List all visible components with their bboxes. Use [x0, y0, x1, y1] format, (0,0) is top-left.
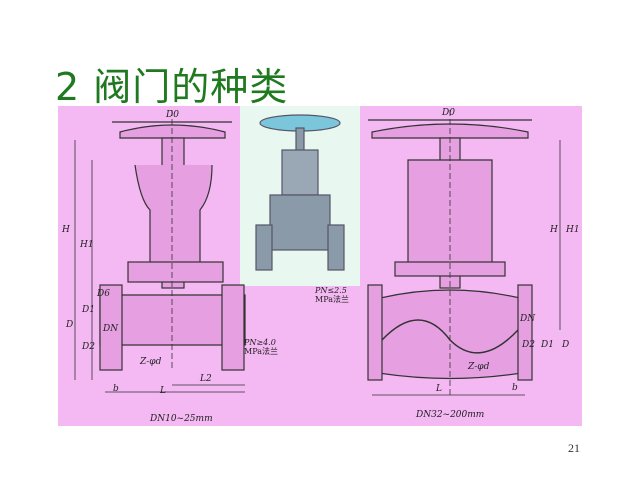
right-l-label: L — [436, 384, 442, 394]
left-caption: DN10~25mm — [150, 414, 213, 424]
left-d6-label: D6 — [97, 289, 110, 299]
right-flange-mpa: MPa法兰 — [315, 295, 349, 304]
right-bolt-label: Z-φd — [468, 362, 490, 372]
left-l2-label: L2 — [200, 374, 212, 384]
left-d0-label: D0 — [166, 110, 179, 120]
right-h1-label: H1 — [566, 225, 580, 235]
left-d-label: D — [66, 320, 74, 330]
right-d-label: D — [562, 340, 570, 350]
right-flange-pn: PN≤2.5 — [315, 286, 347, 295]
left-valve-drawing — [74, 110, 246, 393]
left-h1-label: H1 — [80, 240, 94, 250]
right-valve-drawing — [367, 110, 561, 396]
right-caption: DN32~200mm — [416, 410, 485, 420]
page-number: 21 — [568, 441, 580, 455]
valve-photo-illustration — [255, 114, 345, 271]
right-d2-label: D2 — [522, 340, 535, 350]
left-d2-label: D2 — [82, 342, 95, 352]
right-dn-label: DN — [520, 314, 536, 324]
left-flange-mpa: MPa法兰 — [244, 347, 278, 356]
left-b-label: b — [113, 384, 119, 394]
left-dn-label: DN — [103, 324, 119, 334]
left-h-label: H — [62, 225, 70, 235]
right-h-label: H — [550, 225, 558, 235]
slide-title: 2 阀门的种类 — [55, 65, 289, 109]
right-b-label: b — [512, 383, 518, 393]
left-d1-label: D1 — [82, 305, 95, 315]
left-bolt-label: Z-φd — [140, 357, 162, 367]
right-d0-label: D0 — [442, 108, 455, 118]
left-flange-pn: PN≥4.0 — [244, 338, 276, 347]
left-l-label: L — [160, 386, 166, 396]
right-d1-label: D1 — [541, 340, 554, 350]
